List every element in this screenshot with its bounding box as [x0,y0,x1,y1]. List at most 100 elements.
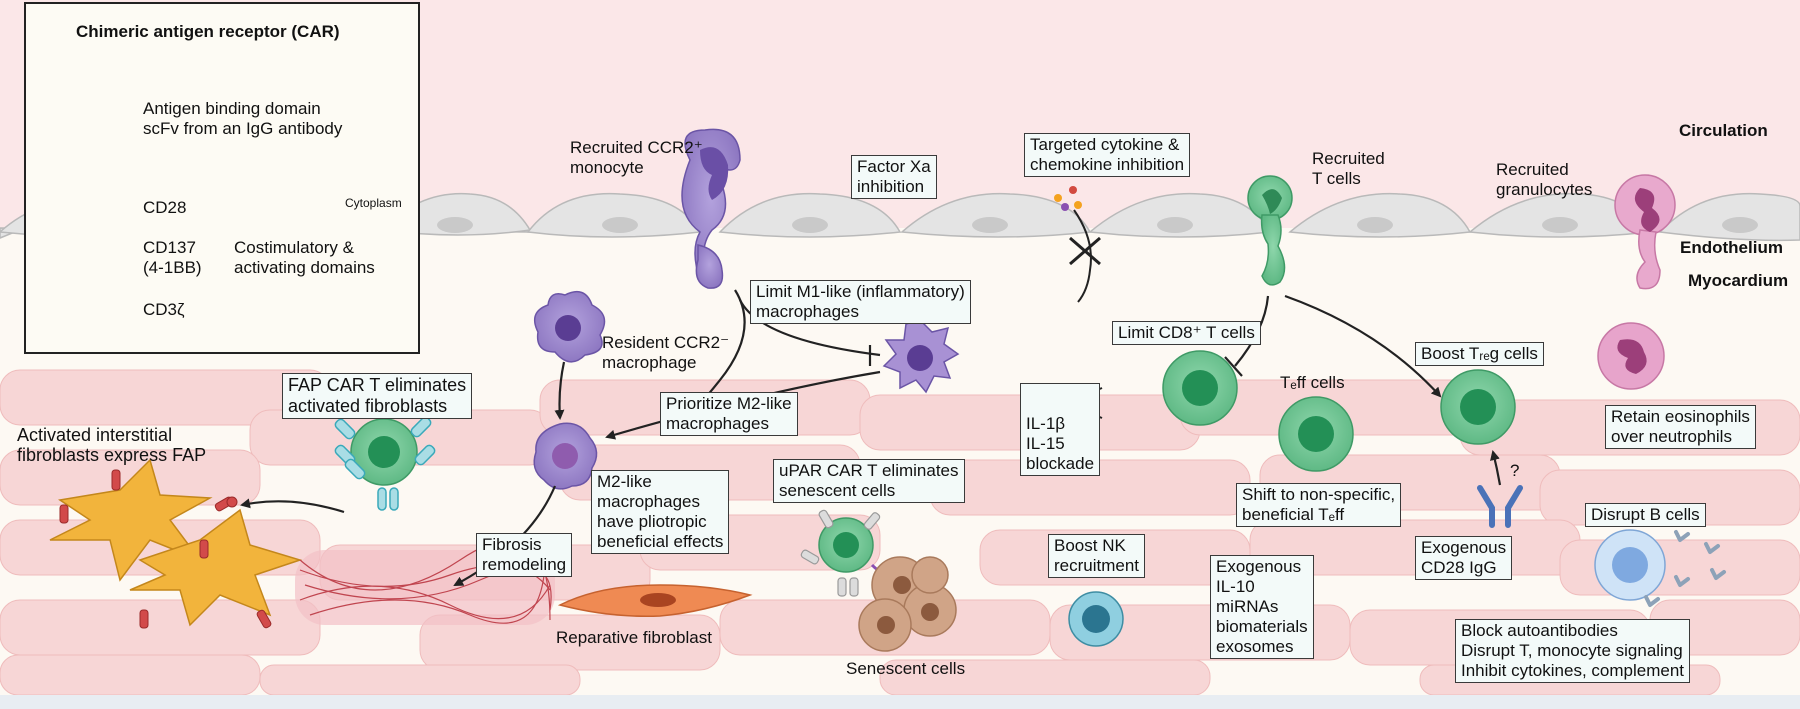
car-structure-panel [24,2,420,354]
cd137-line-1: CD137 [143,238,196,257]
circulation-label: Circulation [1679,121,1768,140]
cytokine-line-1: Targeted cytokine & [1030,135,1180,154]
exogenous-line-1: Exogenous [1216,557,1302,576]
limit-m1-box: Limit M1-like (inflammatory) macrophages [750,280,971,324]
il-blockade-box: IL-1β IL-15 blockade [1020,383,1101,476]
boost-nk-box: Boost NK recruitment [1048,534,1146,578]
factor-xa-line-2: inhibition [857,177,925,196]
retain-eos-line-1: Retain eosinophils [1611,407,1750,426]
retain-eos-line-2: over neutrophils [1611,427,1732,446]
cd28-igg-antibody [1477,485,1523,528]
fibrosis-line-2: remodeling [482,555,567,574]
monocyte-nucleus [700,147,729,200]
recruited-t-cell [1247,175,1293,286]
cytoplasm-label: Cytoplasm [345,196,402,210]
costimulatory-label: Costimulatory & activating domains [234,238,375,278]
m1-macrophage [882,319,960,394]
teff-cell [1278,396,1354,472]
shift-teff-line-2: beneficial Tₑff [1242,505,1345,524]
b-cell [1594,529,1666,601]
disrupt-b-box: Disrupt B cells [1585,503,1706,527]
cytokine-line-2: chemokine inhibition [1030,155,1185,174]
recruited-monocyte-line-2: monocyte [570,158,644,177]
senescent-cells-label: Senescent cells [846,659,966,678]
il-blockade-line-2: IL-15 [1026,434,1065,453]
b-cell-antibodies [1644,530,1726,607]
resident-macrophage [533,290,606,363]
m2-effects-line-1: M2-like [597,472,652,491]
upar-car-t-cell [800,509,896,597]
senescent-nuclei [877,576,939,634]
recruited-monocyte-label: Recruited CCR2⁺ monocyte [570,138,703,178]
upar-car-line-1: uPAR CAR T eliminates [779,461,959,480]
activated-fib-line-2: fibroblasts express FAP [17,445,207,465]
il-blockade-line-3: blockade [1026,454,1095,473]
fap-car-t-cell [334,416,436,511]
boost-nk-line-2: recruitment [1054,556,1140,575]
nk-cell [1068,591,1124,647]
factor-xa-line-1: Factor Xa [857,157,931,176]
pathway-arrows [240,289,1502,586]
costim-line-1: Costimulatory & [234,238,354,257]
exogenous-box: Exogenous IL-10 miRNAs biomaterials exos… [1210,555,1314,659]
antigen-binding-line-1: Antigen binding domain [143,99,321,118]
activated-fib-line-1: Activated interstitial [17,425,173,445]
m2-effects-line-4: beneficial effects [597,532,724,551]
myocardium-label: Myocardium [1688,271,1789,290]
limit-m1-line-2: macrophages [756,302,860,321]
recruited-monocyte-line-1: Recruited CCR2⁺ [570,138,703,157]
antigen-binding-label: Antigen binding domain scFv from an IgG … [143,99,342,139]
granulocyte-nucleus [1634,188,1660,232]
exogenous-cd28-box: Exogenous CD28 IgG [1415,536,1513,580]
cytokine-inhibition-box: Targeted cytokine & chemokine inhibition [1024,133,1191,177]
block-auto-line-3: Inhibit cytokines, complement [1461,661,1684,680]
prioritize-m2-box: Prioritize M2-like macrophages [660,392,798,436]
limit-cd8-box: Limit CD8⁺ T cells [1112,321,1261,345]
fap-car-line-1: FAP CAR T eliminates [288,375,467,395]
bottom-scroll-strip [0,695,1800,709]
cytokine-particles [1054,186,1082,211]
shift-teff-box: Shift to non-specific, beneficial Tₑff [1236,483,1402,527]
teff-cells-label: Tₑff cells [1280,373,1345,392]
recruited-gran-line-2: granulocytes [1496,180,1593,199]
factor-xa-box: Factor Xa inhibition [851,155,937,199]
limit-m1-line-1: Limit M1-like (inflammatory) [756,282,965,301]
eosinophil [1597,322,1665,390]
fibrosis-box: Fibrosis remodeling [476,533,573,577]
treg-cell [1440,369,1516,445]
upar-car-line-2: senescent cells [779,481,896,500]
fap-car-line-2: activated fibroblasts [288,396,448,416]
cd137-line-2: (4-1BB) [143,258,202,277]
boost-nk-line-1: Boost NK [1054,536,1126,555]
exogenous-line-4: biomaterials [1216,617,1308,636]
reparative-fibroblast [557,584,753,617]
boost-treg-box: Boost Tᵣₑg cells [1415,342,1544,366]
prioritize-m2-line-1: Prioritize M2-like [666,394,792,413]
block-auto-line-1: Block autoantibodies [1461,621,1618,640]
fibrosis-line-1: Fibrosis [482,535,542,554]
exo-cd28-line-1: Exogenous [1421,538,1507,557]
m2-effects-box: M2-like macrophages have pliotropic bene… [591,470,730,554]
question-mark: ? [1510,461,1520,480]
resident-macro-line-2: macrophage [602,353,697,372]
m2-macrophage [533,422,598,490]
block-auto-line-2: Disrupt T, monocyte signaling [1461,641,1683,660]
recruited-t-line-1: Recruited [1312,149,1385,168]
retain-eosinophils-box: Retain eosinophils over neutrophils [1605,405,1756,449]
exogenous-line-3: miRNAs [1216,597,1279,616]
block-autoantibodies-box: Block autoantibodies Disrupt T, monocyte… [1455,619,1690,683]
cd3z-label: CD3ζ [143,300,185,319]
activated-fibroblasts [49,458,303,627]
upar-car-box: uPAR CAR T eliminates senescent cells [773,459,965,503]
recruited-t-label: Recruited T cells [1312,149,1385,189]
costim-line-2: activating domains [234,258,375,277]
block-cross [1069,236,1101,266]
car-panel-title: Chimeric antigen receptor (CAR) [76,22,340,41]
fap-receptors [59,469,272,629]
antigen-binding-line-2: scFv from an IgG antibody [143,119,343,138]
recruited-granulocyte [1614,174,1676,290]
reparative-fibroblast-label: Reparative fibroblast [556,628,712,647]
exo-cd28-line-2: CD28 IgG [1421,558,1497,577]
recruited-t-line-2: T cells [1312,169,1361,188]
cytokine-path [1073,209,1092,303]
